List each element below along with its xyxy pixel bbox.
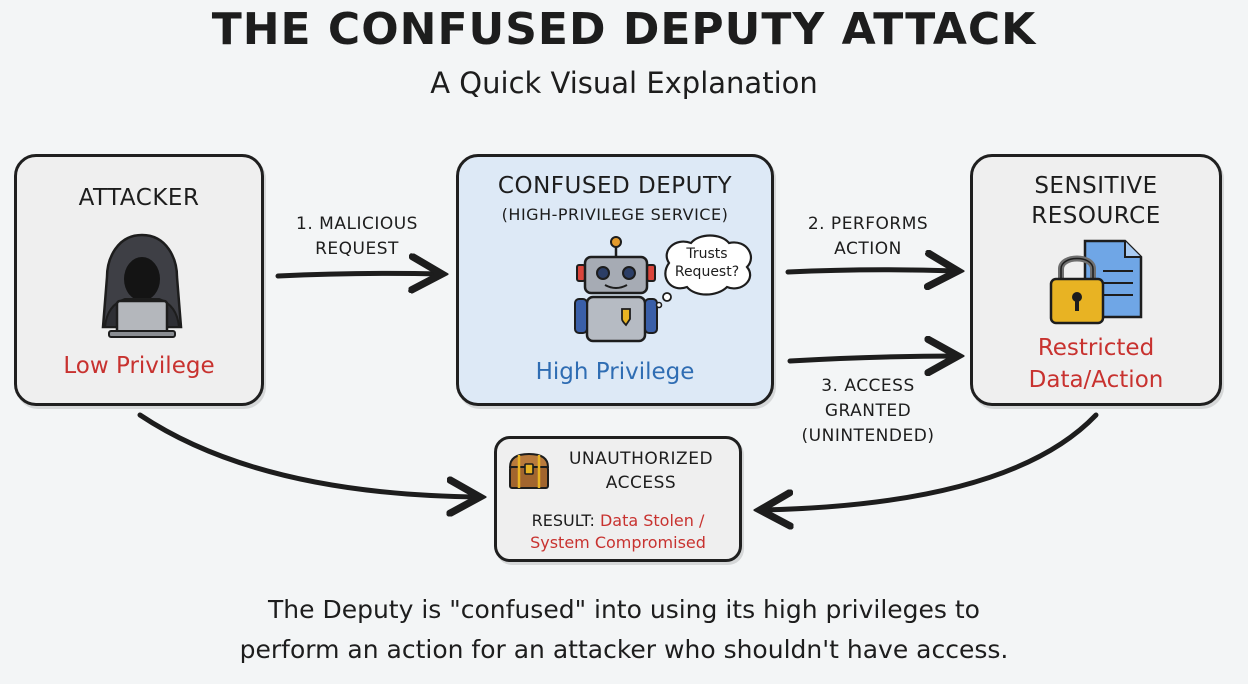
step3-line2: GRANTED: [824, 401, 912, 421]
step1-line2: REQUEST: [315, 239, 399, 259]
robot-icon: [574, 236, 658, 343]
result-value-line2: System Compromised: [530, 533, 706, 552]
thought-text: Trusts Request?: [674, 246, 740, 280]
deputy-box: CONFUSED DEPUTY (HIGH-PRIVILEGE SERVICE)…: [456, 154, 774, 406]
attacker-privilege: Low Privilege: [63, 353, 215, 379]
footer-line2: perform an action for an attacker who sh…: [239, 635, 1009, 664]
resource-box: SENSITIVE RESOURCE Restricted Data/Actio…: [970, 154, 1222, 406]
step2-line1: 2. PERFORMS: [807, 214, 929, 234]
step3-line3: (UNINTENDED): [801, 426, 935, 446]
resource-title-line1: SENSITIVE: [1034, 173, 1158, 199]
arrow-access-granted: [787, 356, 958, 361]
step2-label: 2. PERFORMS ACTION: [780, 212, 956, 262]
step2-line2: ACTION: [834, 239, 902, 259]
arrow-malicious-request: [275, 273, 442, 276]
arrow-resource-to-result: [760, 412, 1099, 510]
attacker-box: ATTACKER Low Privilege: [14, 154, 264, 406]
result-line1: RESULT: Data Stolen /: [497, 511, 739, 530]
attacker-title: ATTACKER: [78, 185, 200, 211]
resource-status-line2: Data/Action: [1028, 367, 1164, 393]
step1-line1: 1. MALICIOUS: [296, 214, 418, 234]
result-value-line1: Data Stolen /: [599, 511, 705, 530]
footer-caption: The Deputy is "confused" into using its …: [0, 590, 1248, 670]
padlock-document-icon: [1049, 239, 1143, 325]
step3-line1: 3. ACCESS: [821, 376, 915, 396]
thought-bubble: Trusts Request?: [655, 233, 759, 309]
result-title-line1: UNAUTHORIZED: [568, 449, 714, 469]
step3-label: 3. ACCESS GRANTED (UNINTENDED): [780, 374, 956, 449]
arrow-performs-action: [785, 270, 958, 272]
treasure-chest-icon: [508, 452, 550, 489]
result-title-line2: ACCESS: [605, 473, 677, 493]
deputy-privilege: High Privilege: [535, 359, 695, 385]
diagram-title: THE CONFUSED DEPUTY ATTACK: [211, 4, 1037, 55]
step1-label: 1. MALICIOUS REQUEST: [268, 212, 446, 262]
hooded-hacker-icon: [101, 233, 183, 338]
deputy-subtitle: (HIGH-PRIVILEGE SERVICE): [501, 205, 729, 224]
thought-bubble-icon: [655, 234, 753, 309]
result-box: UNAUTHORIZED ACCESS RESULT: Data Stolen …: [494, 436, 742, 562]
arrow-attacker-to-result: [137, 412, 480, 497]
deputy-title: CONFUSED DEPUTY: [497, 173, 733, 199]
resource-status-line1: Restricted: [1037, 335, 1155, 361]
result-label: RESULT:: [531, 511, 595, 530]
diagram-subtitle: A Quick Visual Explanation: [430, 66, 818, 100]
footer-line1: The Deputy is "confused" into using its …: [268, 595, 980, 624]
resource-title-line2: RESOURCE: [1031, 203, 1161, 229]
